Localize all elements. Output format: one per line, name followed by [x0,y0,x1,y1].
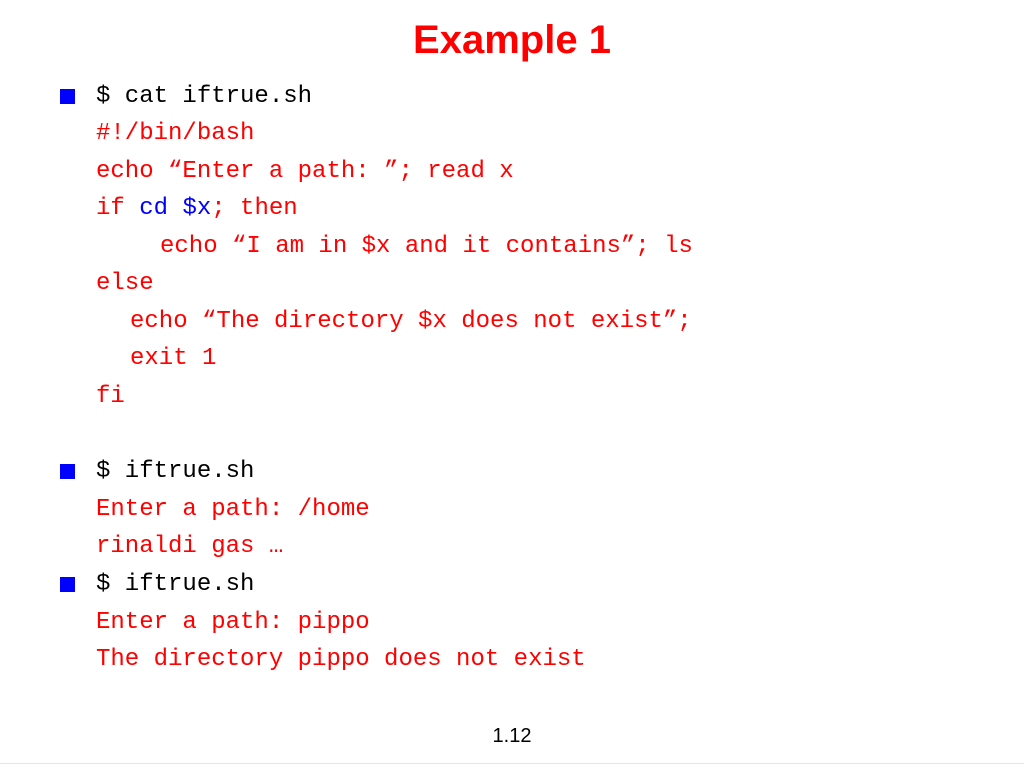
script-line: echo “The directory $x does not exist”; [130,308,692,335]
footer-rule [0,763,1024,764]
if-keyword: if [96,195,140,222]
bullet-marker [60,464,75,479]
then-keyword: ; then [211,195,298,222]
script-line: else [96,270,154,297]
output-line: rinaldi gas … [96,533,284,560]
separator [168,195,182,222]
script-line: echo “I am in $x and it contains”; ls [160,233,693,260]
variable-x: $x [182,195,212,222]
output-line: Enter a path: /home [96,496,370,523]
output-line: Enter a path: pippo [96,609,370,636]
page-number: 1.12 [492,725,532,747]
script-line: echo “Enter a path: ”; read x [96,158,514,185]
script-line: exit 1 [130,345,217,372]
bullet-marker [60,89,75,104]
script-line: fi [96,383,125,410]
output-line: The directory pippo does not exist [96,646,586,673]
command-line: $ iftrue.sh [96,571,255,598]
slide-title: Example 1 [413,18,611,62]
command-line: $ iftrue.sh [96,458,255,485]
bullet-marker [60,577,75,592]
script-line-if: if cd $x; then [96,194,298,224]
cd-command: cd [139,195,169,222]
script-line: #!/bin/bash [96,120,255,147]
command-line: $ cat iftrue.sh [96,83,313,110]
